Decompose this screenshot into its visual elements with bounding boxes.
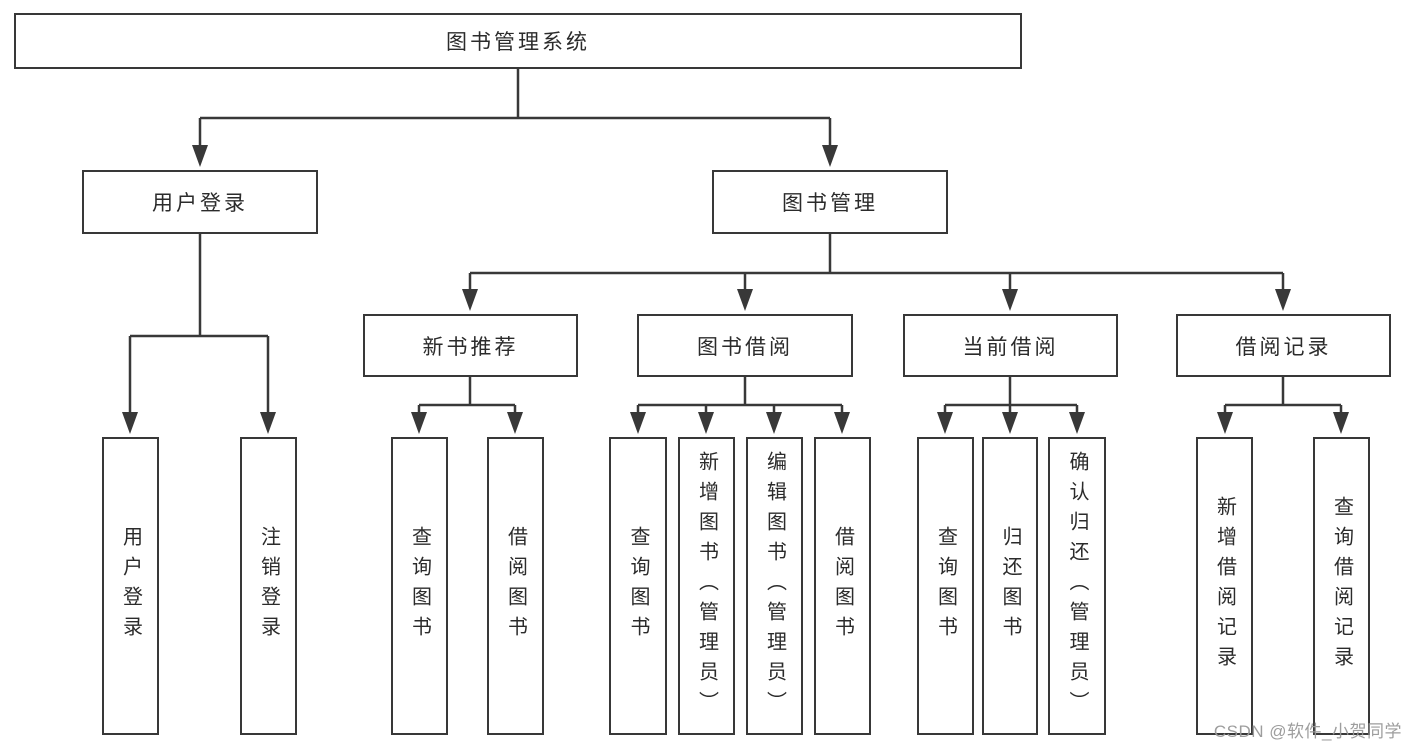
- node-leaf-confirm-return-admin: 确认归还（管理员）: [1048, 437, 1106, 735]
- node-user-login: 用户登录: [82, 170, 318, 234]
- node-leaf-borrow-books-1: 借阅图书: [487, 437, 544, 735]
- node-label: 确认归还（管理员）: [1066, 451, 1088, 721]
- node-label: 新增借阅记录: [1213, 496, 1236, 676]
- node-label: 图书管理系统: [446, 31, 590, 54]
- node-label: 用户登录: [152, 192, 248, 215]
- node-label: 图书管理: [782, 192, 878, 215]
- node-label: 新增图书（管理员）: [695, 451, 718, 721]
- node-label: 查询图书: [408, 526, 431, 646]
- node-leaf-add-books-admin: 新增图书（管理员）: [678, 437, 735, 735]
- node-label: 查询借阅记录: [1330, 496, 1353, 676]
- node-new-book-recommend: 新书推荐: [363, 314, 578, 377]
- node-label: 借阅记录: [1235, 335, 1332, 359]
- node-label: 当前借阅: [962, 335, 1059, 359]
- node-label: 查询图书: [627, 526, 649, 646]
- node-leaf-edit-books-admin: 编辑图书（管理员）: [746, 437, 803, 735]
- node-label: 新书推荐: [422, 335, 519, 359]
- node-leaf-return-books: 归还图书: [982, 437, 1038, 735]
- node-leaf-query-books-3: 查询图书: [917, 437, 974, 735]
- node-book-management: 图书管理: [712, 170, 948, 234]
- node-label: 归还图书: [999, 526, 1021, 646]
- node-leaf-logout: 注销登录: [240, 437, 297, 735]
- node-leaf-query-borrow-record: 查询借阅记录: [1313, 437, 1370, 735]
- node-leaf-add-borrow-record: 新增借阅记录: [1196, 437, 1253, 735]
- node-label: 查询图书: [934, 526, 957, 646]
- node-label: 编辑图书（管理员）: [763, 451, 786, 721]
- node-library-management-system: 图书管理系统: [14, 13, 1022, 69]
- node-label: 借阅图书: [504, 526, 527, 646]
- node-leaf-user-login: 用户登录: [102, 437, 159, 735]
- node-label: 图书借阅: [697, 335, 793, 359]
- node-borrowing-records: 借阅记录: [1176, 314, 1391, 377]
- node-label: 借阅图书: [831, 526, 854, 646]
- node-leaf-query-books-1: 查询图书: [391, 437, 448, 735]
- node-label: 用户登录: [119, 526, 142, 646]
- node-label: 注销登录: [257, 526, 280, 646]
- node-leaf-borrow-books-2: 借阅图书: [814, 437, 871, 735]
- node-leaf-query-books-2: 查询图书: [609, 437, 667, 735]
- watermark-text: CSDN @软件_小贺同学: [1213, 722, 1402, 741]
- node-book-borrowing: 图书借阅: [637, 314, 853, 377]
- node-current-borrowing: 当前借阅: [903, 314, 1118, 377]
- connector-lines: [128, 69, 1343, 416]
